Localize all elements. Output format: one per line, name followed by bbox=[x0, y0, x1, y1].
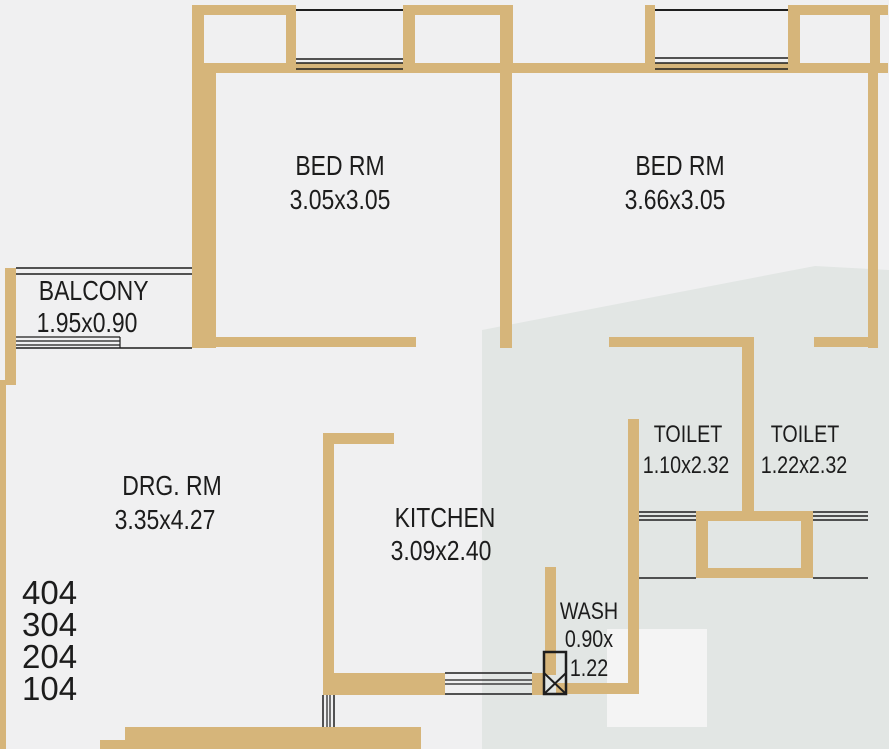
toilet-1-label: TOILET bbox=[653, 421, 723, 448]
wall bbox=[0, 380, 6, 749]
toilet-2-label: TOILET bbox=[770, 421, 840, 448]
wall bbox=[403, 5, 415, 73]
wall bbox=[5, 268, 16, 385]
wall bbox=[814, 337, 878, 347]
wall bbox=[125, 727, 421, 749]
bed-room-2-dims: 3.66x3.05 bbox=[624, 184, 726, 215]
wall bbox=[532, 673, 544, 695]
drawing-room-dims: 3.35x4.27 bbox=[114, 504, 216, 535]
wall bbox=[788, 5, 800, 73]
unit-number: 204 bbox=[22, 638, 78, 675]
wall bbox=[742, 337, 754, 512]
unit-number: 104 bbox=[22, 670, 78, 707]
bed-room-1-dims: 3.05x3.05 bbox=[289, 184, 391, 215]
wall bbox=[645, 5, 655, 73]
wash-dims-line-2: 1.22 bbox=[569, 655, 609, 682]
wall bbox=[545, 567, 556, 675]
bed-room-1-label: BED RM bbox=[295, 150, 385, 181]
kitchen-dims: 3.09x2.40 bbox=[390, 535, 492, 566]
shaded-area bbox=[482, 266, 889, 749]
wall bbox=[609, 337, 754, 347]
wall bbox=[323, 673, 445, 695]
unit-number: 404 bbox=[22, 574, 78, 611]
light-patch bbox=[607, 629, 707, 727]
wall bbox=[696, 511, 813, 521]
wall bbox=[192, 5, 296, 15]
wall bbox=[403, 5, 513, 15]
wall bbox=[788, 5, 888, 15]
wall bbox=[100, 740, 130, 749]
unit-numbers: 404 304 204 104 bbox=[22, 574, 78, 707]
wall bbox=[500, 5, 513, 73]
wall bbox=[286, 5, 296, 73]
wall bbox=[696, 511, 708, 578]
bed-room-2-label: BED RM bbox=[635, 150, 725, 181]
wall bbox=[192, 5, 204, 73]
wall bbox=[868, 63, 878, 348]
kitchen-label: KITCHEN bbox=[394, 502, 496, 533]
wall bbox=[192, 337, 416, 347]
wall bbox=[323, 433, 334, 695]
wall bbox=[696, 568, 813, 578]
balcony-dims: 1.95x0.90 bbox=[36, 307, 138, 338]
toilet-2-dims: 1.22x2.32 bbox=[760, 452, 848, 479]
wash-dims-line-1: 0.90x bbox=[564, 626, 614, 653]
wall bbox=[556, 683, 639, 694]
drawing-room-label: DRG. RM bbox=[122, 470, 222, 501]
wash-label: WASH bbox=[559, 598, 619, 625]
walls bbox=[0, 5, 888, 749]
wall bbox=[323, 433, 394, 444]
wash-fixture-cross bbox=[543, 672, 567, 695]
wall bbox=[628, 419, 639, 694]
windows bbox=[16, 9, 868, 727]
toilet-1-dims: 1.10x2.32 bbox=[642, 452, 730, 479]
wall bbox=[192, 63, 216, 348]
wall bbox=[500, 63, 512, 348]
balcony-label: BALCONY bbox=[38, 275, 149, 306]
unit-number: 304 bbox=[22, 606, 78, 643]
wall bbox=[801, 511, 813, 578]
wall bbox=[870, 5, 880, 73]
wall bbox=[200, 63, 888, 73]
